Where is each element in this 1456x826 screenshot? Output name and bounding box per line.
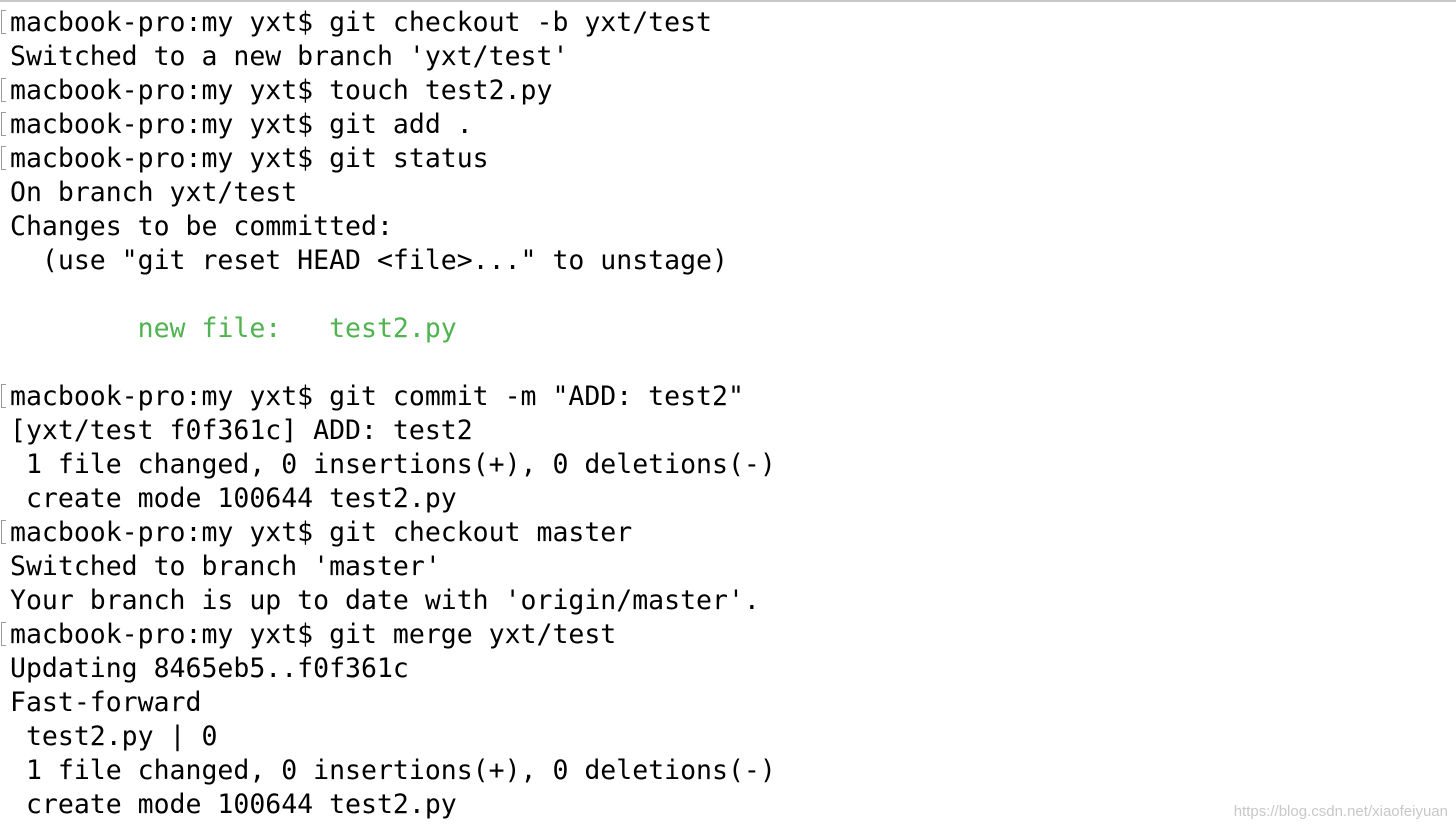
- output-text: 1 file changed, 0 insertions(+), 0 delet…: [10, 449, 776, 480]
- terminal-line-output: Switched to a new branch 'yxt/test': [0, 40, 1456, 74]
- prompt-mark-icon: [1, 384, 6, 408]
- terminal-output[interactable]: macbook-pro:my yxt$ git checkout -b yxt/…: [0, 6, 1456, 826]
- prompt-mark-icon: [1, 78, 6, 102]
- command-text: macbook-pro:my yxt$ git commit -m "ADD: …: [10, 381, 744, 412]
- terminal-line-output: create mode 100644 test2.py: [0, 788, 1456, 822]
- prompt-mark-icon: [1, 622, 6, 646]
- staged-file-text: new file: test2.py: [10, 313, 457, 344]
- output-text: 1 file changed, 0 insertions(+), 0 delet…: [10, 755, 776, 786]
- terminal-line-output: Updating 8465eb5..f0f361c: [0, 652, 1456, 686]
- command-text: macbook-pro:my yxt$ touch test2.py: [10, 75, 553, 106]
- output-text: create mode 100644 test2.py: [10, 789, 457, 820]
- output-text: Switched to branch 'master': [10, 551, 441, 582]
- terminal-line-output: (use "git reset HEAD <file>..." to unsta…: [0, 244, 1456, 278]
- output-text: [yxt/test f0f361c] ADD: test2: [10, 415, 473, 446]
- output-text: Your branch is up to date with 'origin/m…: [10, 585, 760, 616]
- output-text: test2.py | 0: [10, 721, 218, 752]
- command-text: macbook-pro:my yxt$ git checkout master: [10, 517, 633, 548]
- terminal-line-output: Your branch is up to date with 'origin/m…: [0, 584, 1456, 618]
- terminal-line-staged-file: new file: test2.py: [0, 312, 1456, 346]
- terminal-line-output: test2.py | 0: [0, 720, 1456, 754]
- terminal-line-prompt: macbook-pro:my yxt$ git add .: [0, 108, 1456, 142]
- terminal-line-output: create mode 100644 test2.py: [0, 482, 1456, 516]
- command-text: macbook-pro:my yxt$ git merge yxt/test: [10, 619, 617, 650]
- watermark: https://blog.csdn.net/xiaofeiyuan: [1233, 803, 1448, 820]
- terminal-line-blank: [0, 278, 1456, 312]
- output-text: Fast-forward: [10, 687, 202, 718]
- output-text: Changes to be committed:: [10, 211, 393, 242]
- output-text: (use "git reset HEAD <file>..." to unsta…: [10, 245, 728, 276]
- prompt-mark-icon: [1, 10, 6, 34]
- prompt-mark-icon: [1, 520, 6, 544]
- terminal-line-output: Changes to be committed:: [0, 210, 1456, 244]
- output-text: Updating 8465eb5..f0f361c: [10, 653, 409, 684]
- output-text: On branch yxt/test: [10, 177, 298, 208]
- output-text: create mode 100644 test2.py: [10, 483, 457, 514]
- prompt-mark-icon: [1, 112, 6, 136]
- terminal-line-prompt: macbook-pro:my yxt$ git status: [0, 142, 1456, 176]
- terminal-line-output: Fast-forward: [0, 686, 1456, 720]
- terminal-line-output: [yxt/test f0f361c] ADD: test2: [0, 414, 1456, 448]
- command-text: macbook-pro:my yxt$ git add .: [10, 109, 473, 140]
- terminal-line-prompt: macbook-pro:my yxt$ git merge yxt/test: [0, 618, 1456, 652]
- terminal-line-prompt: macbook-pro:my yxt$ git checkout -b yxt/…: [0, 6, 1456, 40]
- command-text: macbook-pro:my yxt$ git status: [10, 143, 489, 174]
- terminal-line-output: 1 file changed, 0 insertions(+), 0 delet…: [0, 448, 1456, 482]
- terminal-line-prompt: macbook-pro:my yxt$ git commit -m "ADD: …: [0, 380, 1456, 414]
- terminal-line-output: Switched to branch 'master': [0, 550, 1456, 584]
- output-text: Switched to a new branch 'yxt/test': [10, 41, 569, 72]
- terminal-line-prompt: macbook-pro:my yxt$ git checkout master: [0, 516, 1456, 550]
- terminal-line-output: 1 file changed, 0 insertions(+), 0 delet…: [0, 754, 1456, 788]
- terminal-line-output: On branch yxt/test: [0, 176, 1456, 210]
- terminal-line-prompt: macbook-pro:my yxt$ touch test2.py: [0, 74, 1456, 108]
- prompt-mark-icon: [1, 146, 6, 170]
- command-text: macbook-pro:my yxt$ git checkout -b yxt/…: [10, 7, 712, 38]
- terminal-line-blank: [0, 346, 1456, 380]
- window-top-border: [0, 0, 1456, 2]
